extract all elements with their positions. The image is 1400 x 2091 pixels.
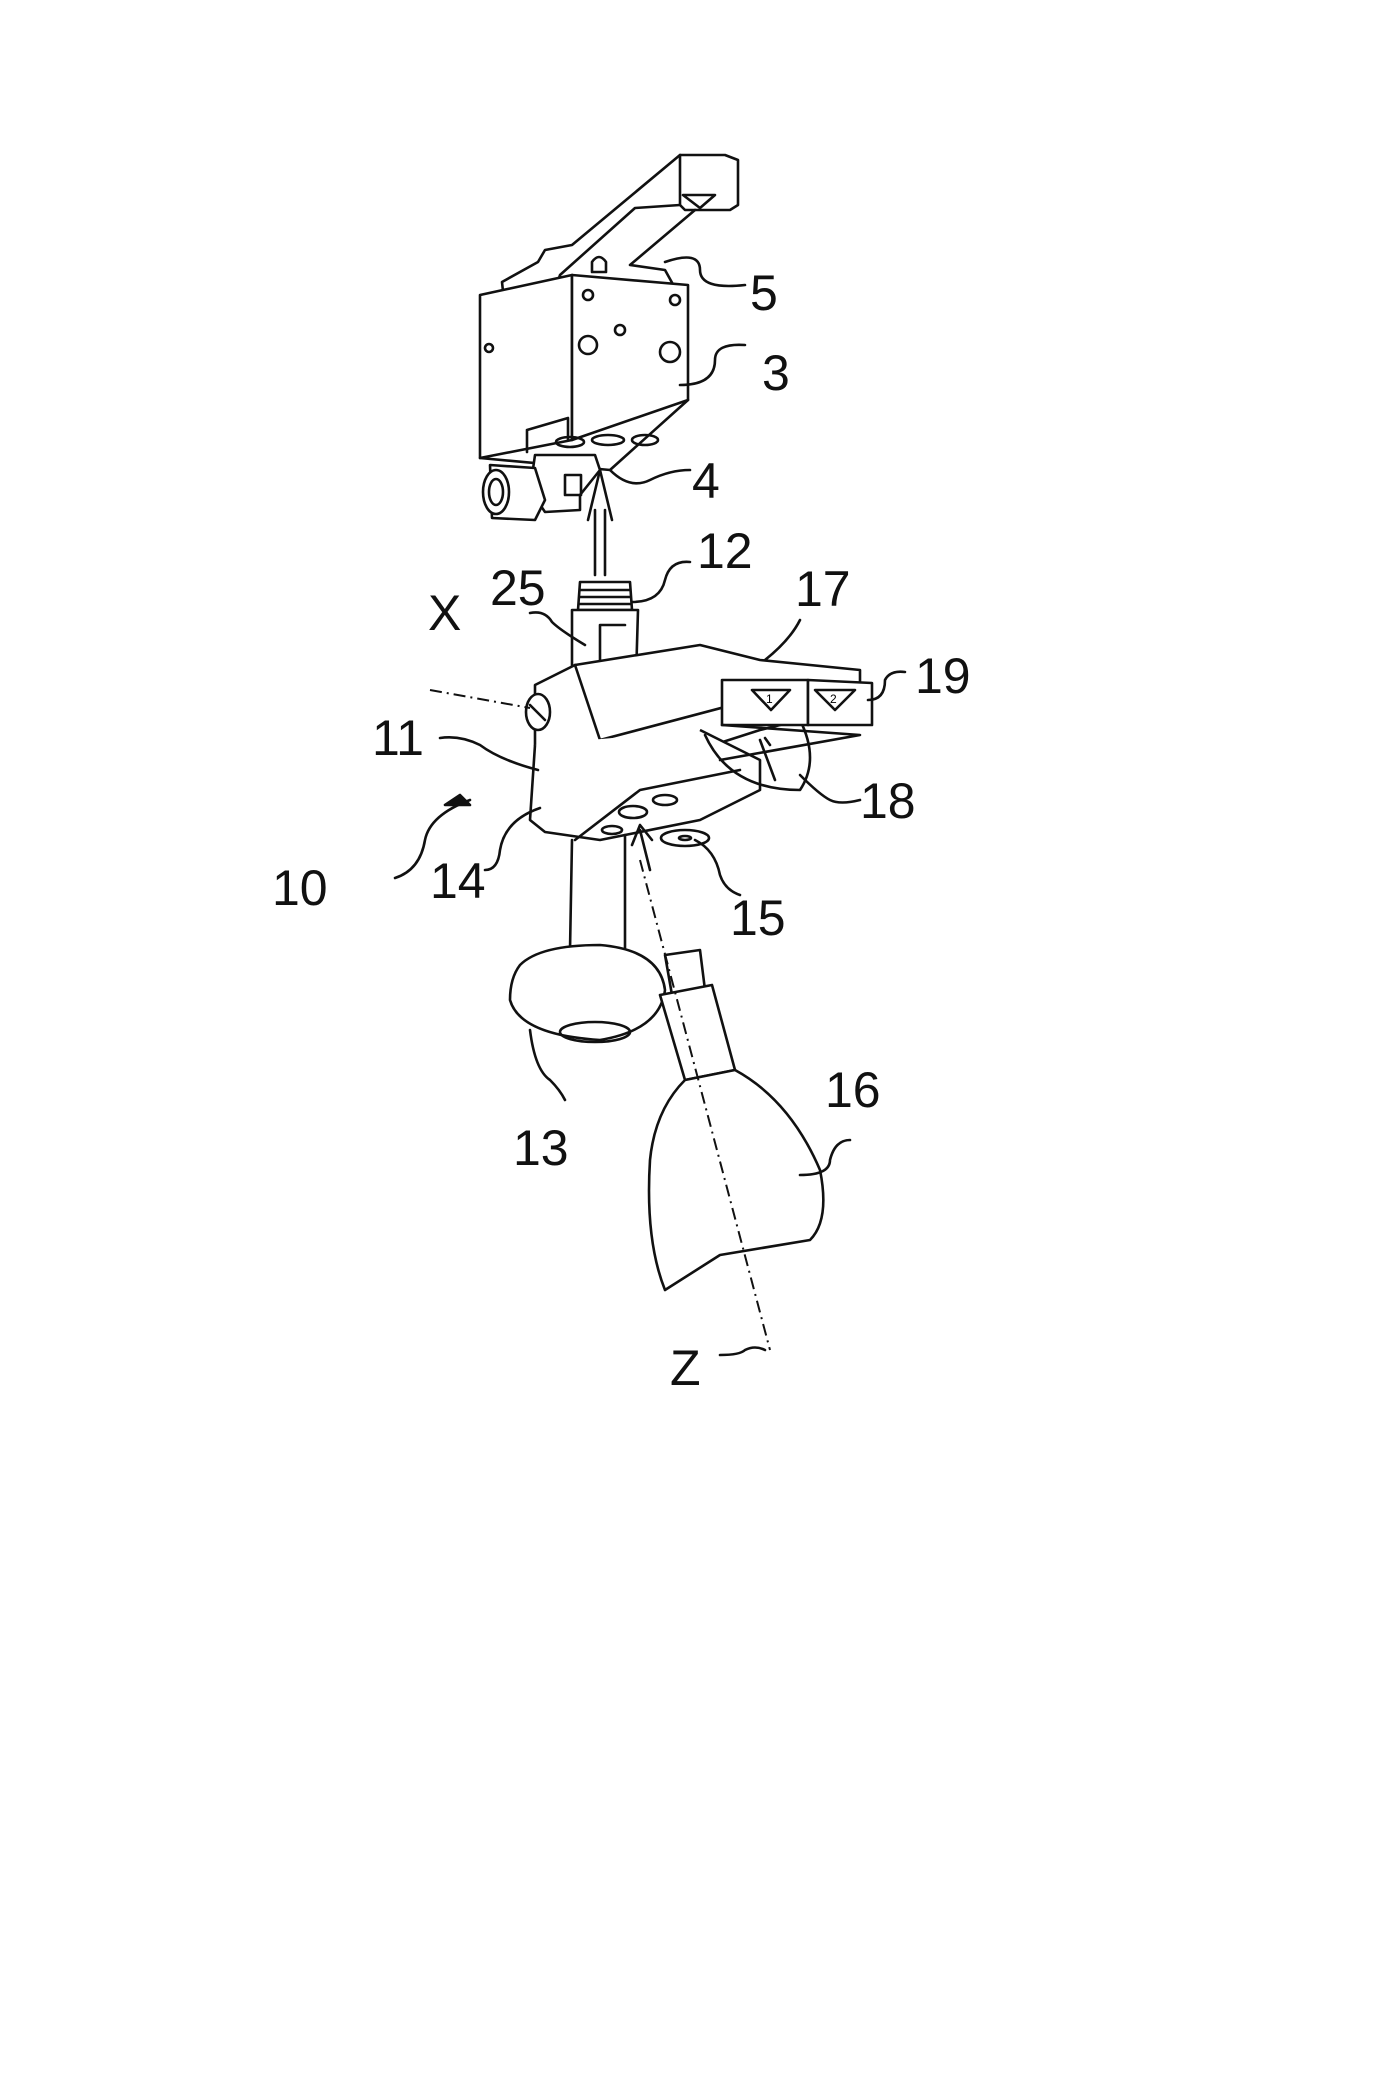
label-14: 14: [430, 853, 486, 909]
label-4: 4: [692, 453, 720, 509]
label-16: 16: [825, 1062, 881, 1118]
label-11: 11: [372, 710, 424, 766]
valve-block: [478, 273, 690, 472]
leader-lines: [393, 256, 907, 1357]
label-3: 3: [762, 345, 790, 401]
plate-marking-1: 1: [766, 692, 773, 706]
label-18: 18: [860, 773, 916, 829]
label-17: 17: [795, 561, 851, 617]
label-x: X: [428, 585, 461, 641]
hose-nozzle: [647, 948, 825, 1292]
ring-fitting: [508, 833, 667, 1044]
flow-arrow-up: [586, 468, 614, 577]
label-15: 15: [730, 890, 786, 946]
label-13: 13: [513, 1120, 569, 1176]
elbow-fitting: [481, 453, 602, 522]
label-19: 19: [915, 648, 971, 704]
label-25: 25: [490, 560, 546, 616]
label-plates: [718, 678, 874, 762]
label-12: 12: [697, 523, 753, 579]
flow-arrow-base: [630, 823, 654, 872]
label-10: 10: [272, 860, 328, 916]
plate-marking-2: 2: [830, 692, 837, 706]
label-z: Z: [670, 1340, 701, 1396]
axis-x-line: [429, 689, 531, 709]
label-5: 5: [750, 265, 778, 321]
